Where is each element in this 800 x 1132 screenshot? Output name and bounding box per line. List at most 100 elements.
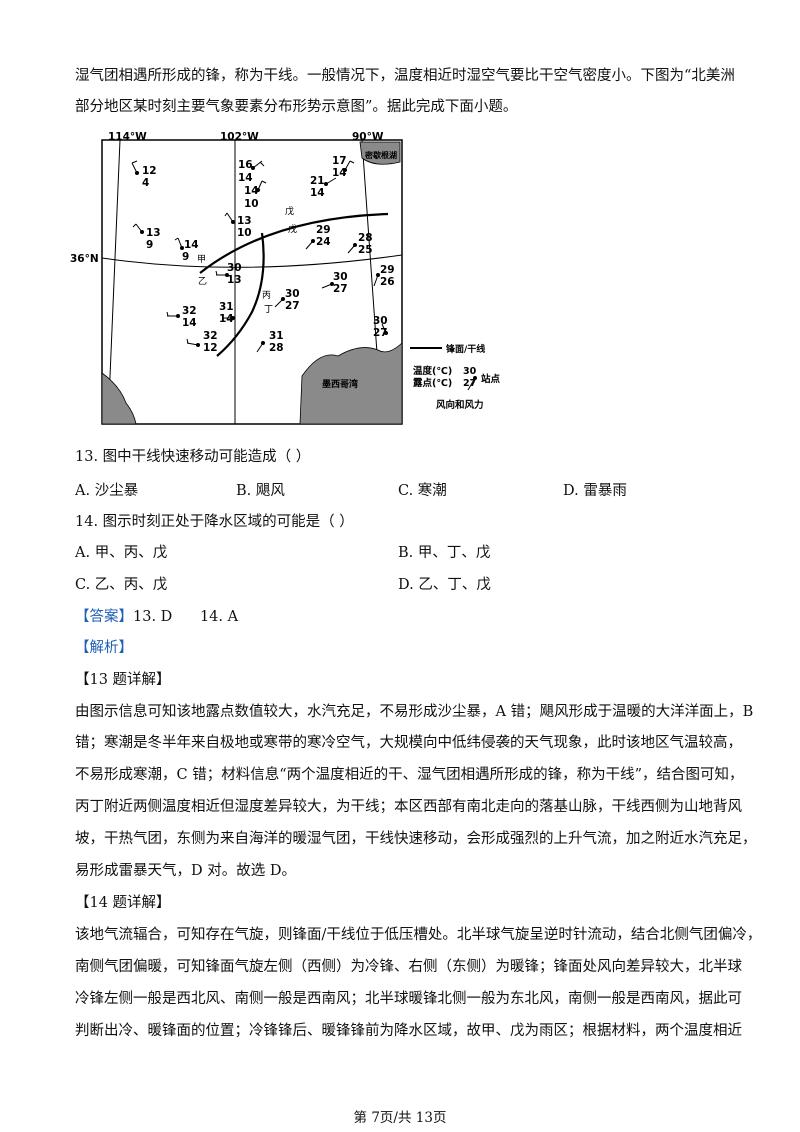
svg-text:14: 14 xyxy=(219,313,234,325)
station: 31 28 xyxy=(256,330,284,354)
svg-text:21: 21 xyxy=(310,175,325,187)
d14-line-4: 判断出冷、暖锋面的位置；冷锋锋后、暖锋锋前为降水区域，故甲、戊为雨区；根据材料，… xyxy=(75,1023,742,1039)
svg-text:13: 13 xyxy=(227,274,242,286)
q13-stem: 13. 图中干线快速移动可能造成（ ） xyxy=(75,449,311,465)
lon-label-90w: 90°W xyxy=(352,131,384,143)
dry-line xyxy=(216,232,265,357)
svg-text:9: 9 xyxy=(146,239,153,251)
legend-station: 站点 xyxy=(481,373,501,385)
d14-title: 【14 题详解】 xyxy=(75,895,171,911)
station: 30 27 xyxy=(373,315,388,339)
station: 32 12 xyxy=(186,330,218,354)
lon-label-102w: 102°W xyxy=(220,131,259,143)
svg-text:14: 14 xyxy=(310,187,325,199)
answer-text: 13. D 14. A xyxy=(133,609,239,625)
d13-line-4: 丙丁附近两侧温度相近但湿度差异较大，为干线；本区西部有南北走向的落基山脉，干线西… xyxy=(75,799,742,815)
svg-text:16: 16 xyxy=(238,159,253,171)
q14-option-c: C. 乙、丙、戊 xyxy=(75,577,168,593)
d13-line-6: 易形成雷暴天气，D 对。故选 D。 xyxy=(75,863,296,879)
svg-text:30: 30 xyxy=(373,315,388,327)
q13-option-a: A. 沙尘暴 xyxy=(75,483,139,499)
svg-text:24: 24 xyxy=(316,236,331,248)
svg-text:14: 14 xyxy=(184,239,199,251)
svg-text:27: 27 xyxy=(333,283,348,295)
svg-text:30: 30 xyxy=(227,262,242,274)
station: 13 9 xyxy=(132,223,161,251)
d13-line-3: 不易形成寒潮，C 错；材料信息“两个温度相近的干、湿气团相遇所形成的锋，称为干线… xyxy=(75,767,744,783)
svg-text:30: 30 xyxy=(333,271,348,283)
label-gulf-of-mexico: 墨西哥湾 xyxy=(322,378,358,390)
svg-text:29: 29 xyxy=(316,224,331,236)
station: 30 27 xyxy=(274,288,300,312)
page-footer: 第 7页/共 13页 xyxy=(353,1110,447,1126)
intro-line-1: 湿气团相遇所形成的锋，称为干线。一般情况下，温度相近时湿空气要比干空气密度小。下… xyxy=(75,68,735,84)
label-lake-michigan: 密歇根湖 xyxy=(364,150,397,160)
d14-line-3: 冷锋左侧一般是西北风、南侧一般是西南风；北半球暖锋北侧一般为东北风，南侧一般是西… xyxy=(75,991,742,1007)
station: 14 9 xyxy=(174,237,199,263)
d14-line-2: 南侧气团偏暖，可知锋面气旋左侧（西侧）为冷锋、右侧（东侧）为暖锋；锋面处风向差异… xyxy=(75,959,742,975)
svg-text:14: 14 xyxy=(244,185,259,197)
svg-text:31: 31 xyxy=(219,301,234,313)
svg-text:29: 29 xyxy=(380,264,395,276)
svg-text:12: 12 xyxy=(142,165,157,177)
station: 16 14 xyxy=(238,159,265,184)
q14-option-d: D. 乙、丁、戊 xyxy=(398,577,491,593)
svg-text:32: 32 xyxy=(203,330,218,342)
answer-line: 【答案】13. D 14. A xyxy=(75,605,238,626)
point-bing: 丙 xyxy=(262,290,271,301)
lon-label-114w: 114°W xyxy=(108,131,147,143)
q13-option-d: D. 雷暴雨 xyxy=(563,483,627,499)
analysis-tag: 【解析】 xyxy=(75,640,133,656)
station: 28 25 xyxy=(347,232,373,256)
svg-text:13: 13 xyxy=(237,215,252,227)
station: 29 26 xyxy=(373,264,395,288)
svg-text:14: 14 xyxy=(332,167,347,179)
svg-text:4: 4 xyxy=(142,177,149,189)
svg-text:10: 10 xyxy=(244,198,259,210)
svg-text:27: 27 xyxy=(285,300,300,312)
d13-title: 【13 题详解】 xyxy=(75,672,171,688)
legend-dew-label: 露点(℃) xyxy=(413,377,452,389)
svg-text:28: 28 xyxy=(269,342,284,354)
point-wu-2: 戊 xyxy=(288,223,297,235)
station: 31 14 xyxy=(219,301,235,325)
legend-front: 锋面/干线 xyxy=(446,343,485,355)
q14-stem: 14. 图示时刻正处于降水区域的可能是（ ） xyxy=(75,514,354,530)
legend-wind: 风向和风力 xyxy=(436,399,484,411)
legend-temp-value: 30 xyxy=(463,366,477,377)
svg-text:9: 9 xyxy=(182,251,189,263)
svg-text:25: 25 xyxy=(358,244,373,256)
svg-text:32: 32 xyxy=(182,305,197,317)
svg-text:12: 12 xyxy=(203,342,218,354)
point-ding: 丁 xyxy=(264,305,273,315)
answer-tag: 【答案】 xyxy=(75,609,133,625)
station: 30 27 xyxy=(321,271,348,295)
point-yi: 乙 xyxy=(198,276,207,287)
svg-text:27: 27 xyxy=(373,327,388,339)
d13-line-5: 坡，干热气团，东侧为来自海洋的暖湿气团，干线快速移动，会形成强烈的上升气流，加之… xyxy=(75,831,757,847)
point-wu-1: 戊 xyxy=(285,205,294,217)
station: 30 13 xyxy=(215,262,242,286)
svg-text:31: 31 xyxy=(269,330,284,342)
svg-text:14: 14 xyxy=(182,317,197,329)
svg-text:30: 30 xyxy=(285,288,300,300)
q13-option-b: B. 飓风 xyxy=(236,483,285,499)
intro-line-2: 部分地区某时刻主要气象要素分布形势示意图”。据此完成下面小题。 xyxy=(75,99,518,115)
station: 21 14 xyxy=(310,175,337,199)
station: 17 14 xyxy=(332,155,355,179)
lat-label-36n: 36°N xyxy=(70,253,99,265)
point-jia: 甲 xyxy=(197,254,206,265)
q14-option-b: B. 甲、丁、戊 xyxy=(398,545,491,561)
svg-text:17: 17 xyxy=(332,155,347,167)
front-line xyxy=(199,212,389,274)
legend-dew-value: 27 xyxy=(463,378,476,389)
d13-line-1: 由图示信息可知该地露点数值较大，水汽充足，不易形成沙尘暴，A 错；飓风形成于温暖… xyxy=(75,704,754,720)
q13-option-c: C. 寒潮 xyxy=(398,483,447,499)
svg-text:14: 14 xyxy=(238,172,253,184)
station: 12 4 xyxy=(131,160,157,189)
station: 29 24 xyxy=(305,224,331,250)
d13-line-2: 错；寒潮是冬半年来自极地或寒带的寒冷空气，大规模向中低纬侵袭的天气现象，此时该地… xyxy=(75,735,742,751)
svg-text:13: 13 xyxy=(146,227,161,239)
station: 32 14 xyxy=(166,305,197,329)
station: 14 10 xyxy=(244,180,267,210)
